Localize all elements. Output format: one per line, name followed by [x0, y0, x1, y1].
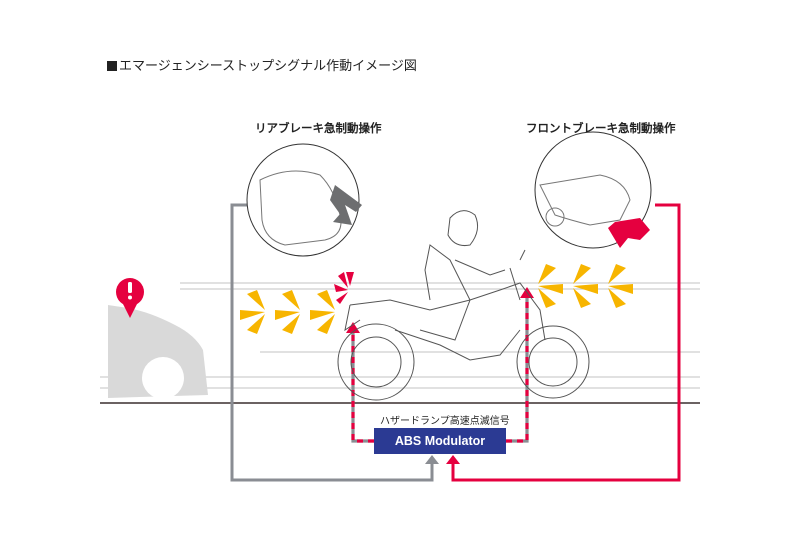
rear-hazard-bursts — [240, 290, 335, 334]
title-text: エマージェンシーストップシグナル作動イメージ図 — [119, 59, 417, 74]
diagram-title: エマージェンシーストップシグナル作動イメージ図 — [107, 55, 417, 74]
rear-brake-label: リアブレーキ急制動操作 — [255, 121, 382, 135]
brake-light-burst — [334, 272, 354, 304]
front-signal-arrowhead — [446, 455, 460, 464]
front-brake-inset — [534, 131, 652, 249]
hazard-signal-label: ハザードランプ高速点滅信号 — [380, 416, 510, 427]
front-press-arrow-icon — [608, 218, 650, 248]
abs-modulator-box: ABS Modulator — [374, 428, 506, 454]
front-brake-label: フロントブレーキ急制動操作 — [526, 121, 676, 135]
rear-signal-line — [230, 203, 434, 482]
hazard-signal-line-rear — [346, 322, 374, 443]
motorcycle-rider-illustration — [337, 210, 590, 401]
title-bullet-icon — [107, 61, 117, 71]
hazard-signal-line-front — [506, 287, 534, 443]
rear-brake-inset — [246, 143, 362, 257]
front-signal-line — [451, 203, 681, 482]
car-silhouette — [108, 305, 208, 399]
rear-signal-arrowhead — [425, 455, 439, 464]
warning-pin-icon — [116, 278, 144, 318]
rear-press-arrow-icon — [330, 185, 362, 225]
front-hazard-bursts — [538, 264, 633, 308]
